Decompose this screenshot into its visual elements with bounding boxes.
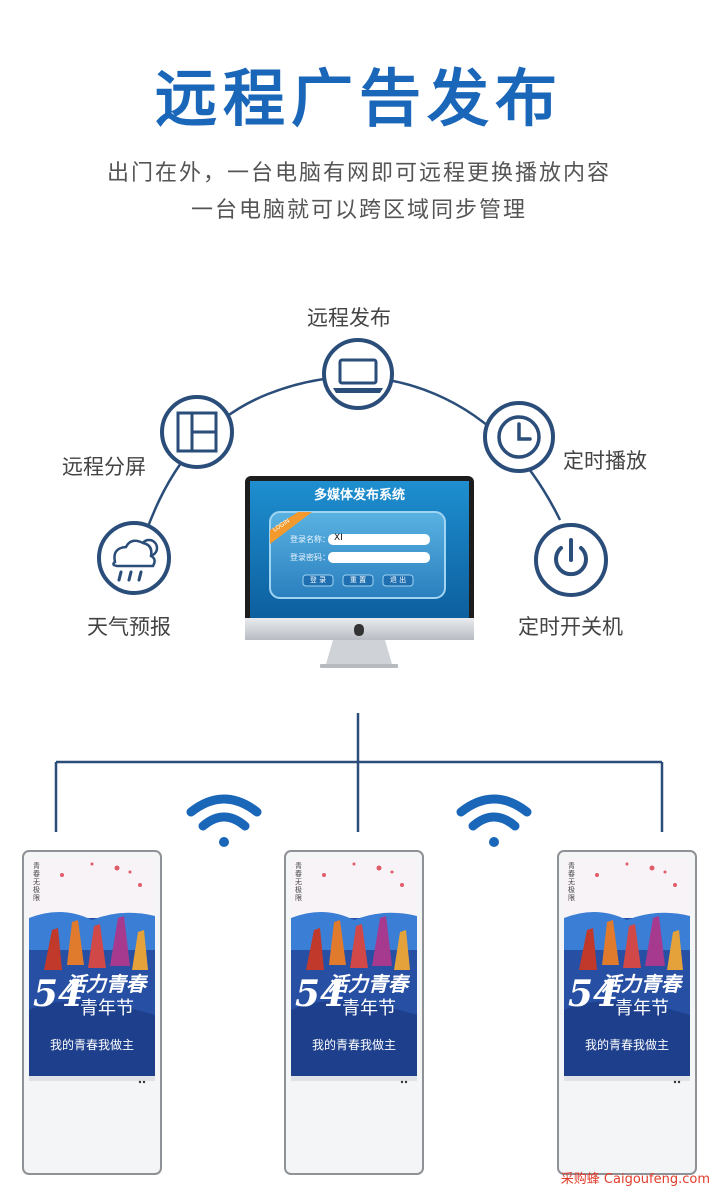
feature-remote-publish: 远程发布 [307,306,391,330]
clock-icon [483,401,555,473]
kiosk-number: 54 [568,973,619,1015]
exit-button-label: 退 出 [389,576,407,584]
subtitle-line-1: 出门在外，一台电脑有网即可远程更换播放内容 [106,161,611,186]
feature-timed-power: 定时开关机 [518,615,623,639]
watermark: 采购蜂 Caigoufeng.com [560,1172,710,1187]
kiosk-brand: 青春无极限 [568,862,575,902]
feature-weather: 天气预报 [87,615,171,639]
username-label: 登录名称： [290,535,330,544]
kiosk-headline: 活力青春 [66,972,146,996]
split-screen-icon [160,395,234,469]
exit-button[interactable] [382,574,414,587]
login-button-label: 登 录 [309,576,327,584]
username-value: XI [334,533,343,543]
weather-icon [97,521,171,595]
network-lines [54,713,664,832]
kiosk-slogan: 我的青春我做主 [49,1038,134,1052]
kiosk-brand: 青春无极限 [33,862,40,902]
kiosk-slogan: 我的青春我做主 [311,1038,396,1052]
kiosk-brand: 青春无极限 [295,862,302,902]
kiosk-slogan: 我的青春我做主 [584,1038,669,1052]
login-badge-ribbon [270,512,312,544]
apple-logo-icon [354,624,364,636]
kiosk-festival: 青年节 [615,998,669,1019]
login-button[interactable] [302,574,334,587]
username-field[interactable] [328,534,430,545]
feature-remote-split: 远程分屏 [62,455,146,479]
password-label: 登录密码： [290,553,330,562]
wifi-icon [456,794,532,847]
kiosk-headline: 活力青春 [601,972,681,996]
kiosk-festival: 青年节 [342,998,396,1019]
kiosk-headline: 活力青春 [328,972,408,996]
imac-monitor [245,476,474,668]
kiosk-number: 54 [295,973,346,1015]
power-icon [534,523,608,597]
subtitle-line-2: 一台电脑就可以跨区域同步管理 [190,198,527,223]
reset-button-label: 重 置 [349,576,367,584]
page-title: 远程广告发布 [154,62,563,135]
laptop-icon [322,338,394,410]
password-field[interactable] [328,552,430,563]
monitor-window-title: 多媒体发布系统 [313,488,405,503]
feature-timed-play: 定时播放 [563,449,647,473]
reset-button[interactable] [342,574,374,587]
kiosk-number: 54 [33,973,84,1015]
kiosk-festival: 青年节 [80,998,134,1019]
wifi-icon [186,794,262,847]
